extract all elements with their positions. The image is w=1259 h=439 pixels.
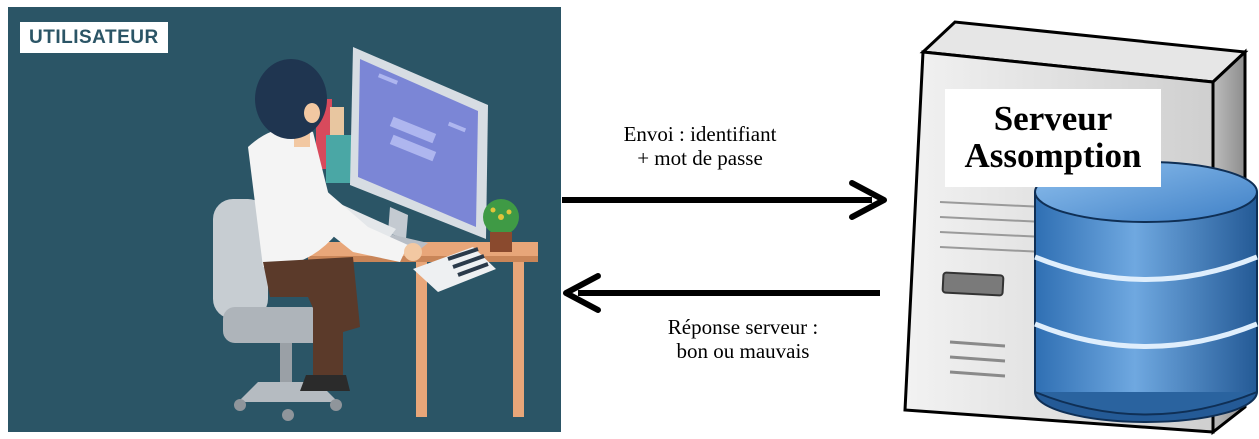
user-illustration-panel: UTILISATEUR: [8, 7, 561, 432]
request-label-line2: + mot de passe: [637, 146, 763, 170]
request-arrow: [562, 180, 887, 220]
response-label-line1: Réponse serveur :: [667, 315, 819, 339]
server-title: Serveur Assomption: [945, 89, 1161, 187]
request-label: Envoi : identifiant + mot de passe: [590, 122, 810, 170]
database-icon: [1034, 161, 1258, 423]
person-arm: [303, 175, 408, 262]
user-badge: UTILISATEUR: [20, 22, 168, 53]
person-shirt: [248, 127, 338, 268]
chair-back: [213, 199, 268, 319]
response-label-line2: bon ou mauvais: [676, 339, 810, 363]
user-at-desk-illustration: [213, 47, 538, 421]
server-illustration: [903, 20, 1258, 436]
response-arrow: [563, 273, 880, 313]
monitor-screen: [358, 59, 478, 227]
server-title-line1: Serveur: [993, 99, 1113, 138]
response-label: Réponse serveur : bon ou mauvais: [628, 315, 858, 363]
request-label-line1: Envoi : identifiant: [623, 122, 777, 146]
drive-slot: [941, 271, 1005, 297]
desk-leg: [416, 262, 427, 417]
server-title-line2: Assomption: [964, 136, 1142, 175]
